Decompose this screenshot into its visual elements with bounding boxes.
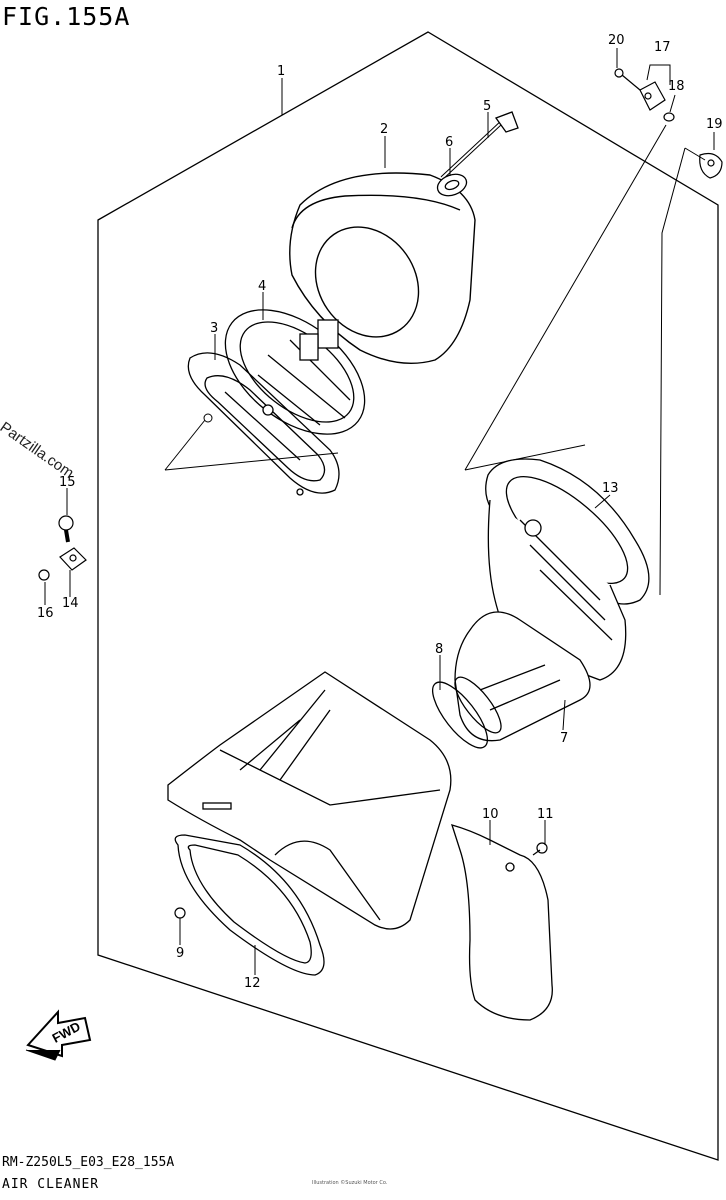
callout-2: 2 (380, 122, 388, 137)
callout-6: 6 (445, 135, 453, 150)
leader-lines-holder (164, 419, 339, 471)
wing-bolt-part[interactable] (440, 111, 519, 180)
filter-holder-part[interactable] (187, 352, 340, 496)
plate-part-19[interactable] (699, 152, 723, 179)
assembly-boundary-outline (97, 31, 719, 1161)
intake-duct-part[interactable] (454, 611, 591, 742)
filter-cage-part[interactable] (202, 285, 387, 459)
callout-15: 15 (59, 475, 76, 490)
airbox-case-part[interactable] (167, 671, 452, 930)
copyright-footnote: Illustration ©Suzuki Motor Co. (312, 1180, 388, 1186)
callout-9: 9 (176, 946, 184, 961)
callout-5: 5 (483, 99, 491, 114)
callout-18: 18 (668, 79, 685, 94)
callout-10: 10 (482, 807, 499, 822)
callout-7: 7 (560, 731, 568, 746)
o-ring-part-18[interactable] (663, 112, 675, 122)
clamp-band-part[interactable] (424, 671, 509, 756)
filter-element-part[interactable] (289, 172, 476, 365)
side-cover-part[interactable] (451, 824, 553, 1021)
fwd-arrow-icon: FWD (25, 1009, 92, 1061)
callout-14: 14 (62, 596, 79, 611)
callout-16: 16 (37, 606, 54, 621)
nut-plate-part-14[interactable] (59, 547, 87, 571)
bolt-part-20[interactable] (614, 68, 641, 91)
callout-leaders (44, 48, 715, 975)
callout-20: 20 (608, 33, 625, 48)
model-code: RM-Z250L5_E03_E28_155A (2, 1155, 175, 1170)
screw-part-11[interactable] (532, 842, 548, 856)
leader-lines-housing (464, 124, 706, 596)
callout-4: 4 (258, 279, 266, 294)
callout-3: 3 (210, 321, 218, 336)
clamp-part-17[interactable] (639, 81, 666, 111)
callout-8: 8 (435, 642, 443, 657)
seal-washer-part[interactable] (434, 170, 469, 199)
figure-title: FIG.155A (2, 2, 131, 31)
callout-1: 1 (277, 64, 285, 79)
callout-13: 13 (602, 481, 619, 496)
callout-19: 19 (706, 117, 723, 132)
callout-11: 11 (537, 807, 554, 822)
figure-caption: AIR CLEANER (2, 1177, 100, 1192)
holder-screw (203, 413, 213, 423)
nut-part-16[interactable] (38, 569, 50, 581)
callout-17: 17 (654, 40, 671, 55)
bolt-part-15[interactable] (58, 515, 74, 543)
callout-12: 12 (244, 976, 261, 991)
nut-part-9[interactable] (174, 907, 186, 919)
gasket-part[interactable] (174, 834, 325, 976)
